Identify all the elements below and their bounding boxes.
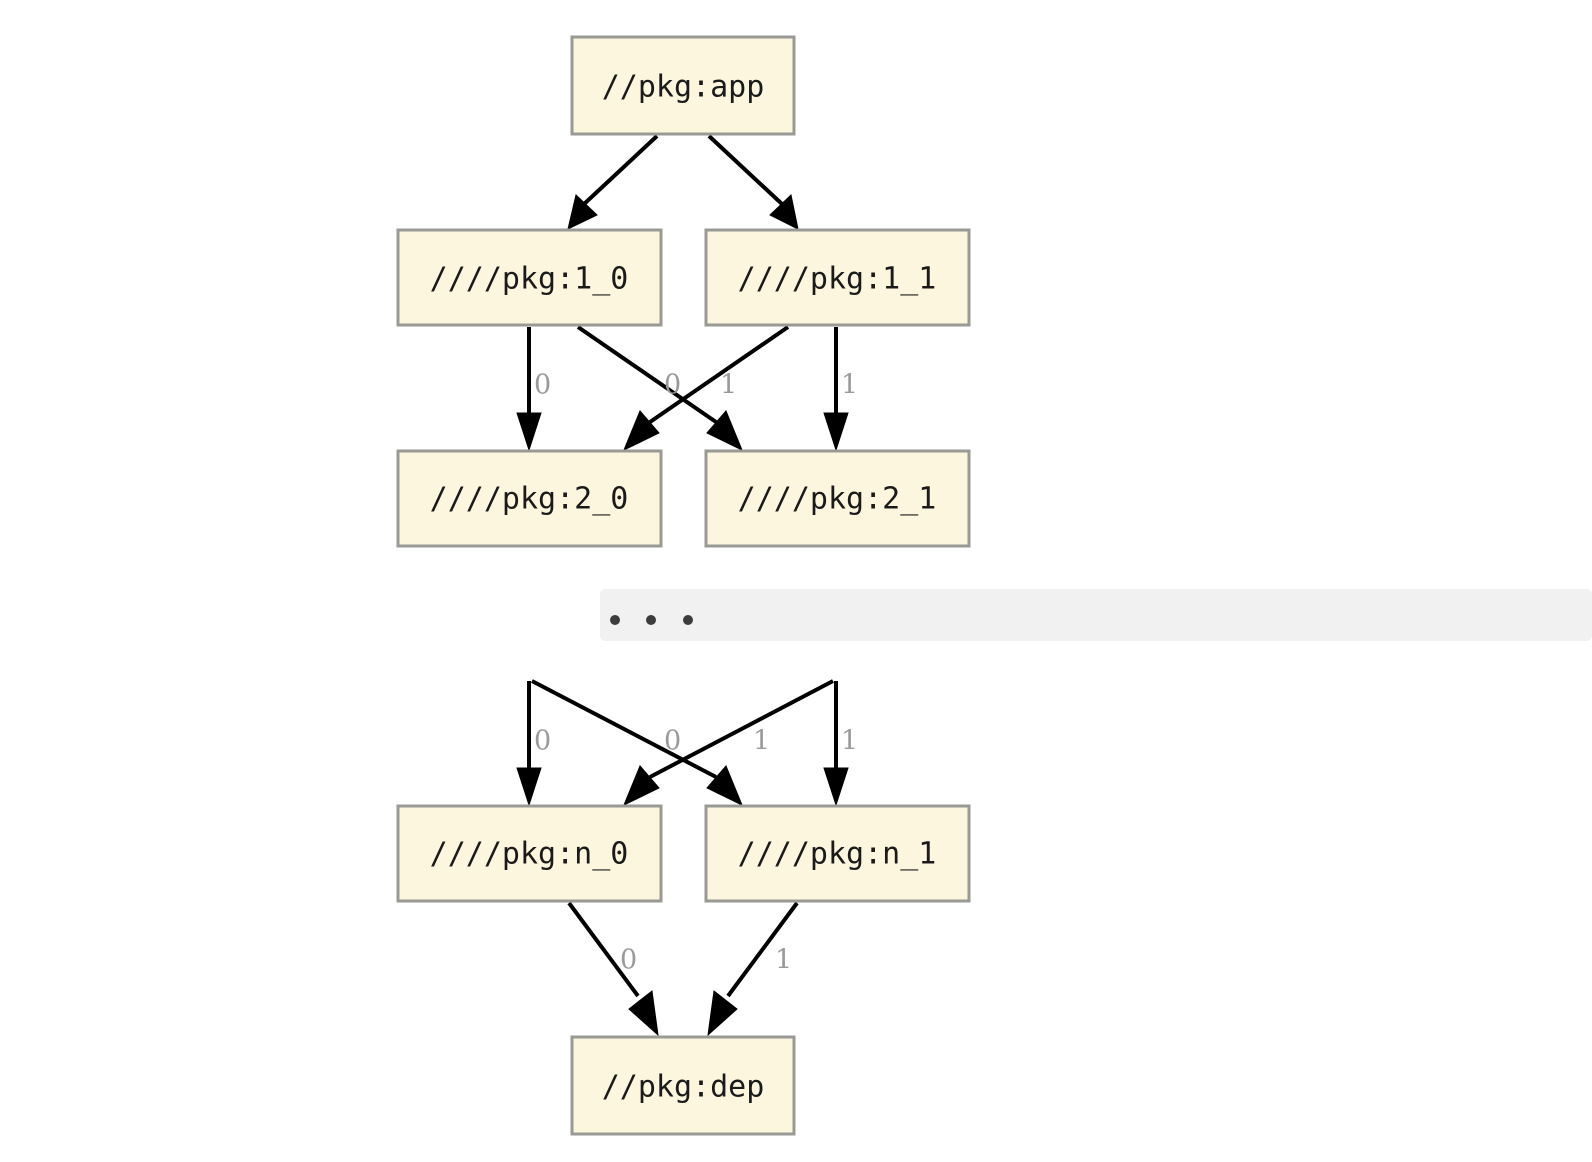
- edge-label-above-to-n_1-a: 0: [664, 726, 681, 757]
- node-pkg-1_0-label: ////pkg:1_0: [430, 262, 629, 297]
- node-pkg-1_0[interactable]: ////pkg:1_0: [396, 228, 663, 327]
- ellipsis-dot: [683, 615, 693, 625]
- node-dep-label: //pkg:dep: [602, 1070, 765, 1105]
- node-pkg-2_1-label: ////pkg:2_1: [738, 482, 937, 517]
- edge-app-to-1_0: [567, 134, 659, 230]
- edge-label-n_1-to-dep: 1: [775, 945, 792, 976]
- edge-n_0-to-dep: 0: [567, 901, 659, 1037]
- edge-above-to-n_1-vertical: 1: [823, 681, 858, 807]
- edge-label-1_1-to-2_0: 1: [720, 370, 737, 401]
- node-pkg-n_0-label: ////pkg:n_0: [430, 837, 629, 872]
- node-app-label: //pkg:app: [602, 70, 765, 105]
- edge-label-n_0-to-dep: 0: [620, 945, 637, 976]
- edge-label-above-to-n_0-a: 0: [534, 726, 551, 757]
- edge-1_1-to-2_1: 1: [823, 327, 858, 452]
- node-dep[interactable]: //pkg:dep: [570, 1035, 796, 1136]
- edge-label-above-to-n_1-b: 1: [841, 726, 858, 757]
- edge-above-to-n_0-diagonal: 1: [623, 679, 834, 807]
- node-pkg-2_0-label: ////pkg:2_0: [430, 482, 629, 517]
- ellipsis-dot: [646, 615, 656, 625]
- ellipsis-band: [600, 589, 1592, 641]
- edge-1_1-to-2_0: 1: [623, 325, 790, 452]
- node-pkg-n_1-label: ////pkg:n_1: [738, 837, 937, 872]
- edge-above-to-n_0-vertical: 0: [516, 681, 551, 807]
- ellipsis-dot: [610, 615, 620, 625]
- edge-n_1-to-dep: 1: [707, 901, 799, 1037]
- node-pkg-1_1[interactable]: ////pkg:1_1: [704, 228, 971, 327]
- node-app[interactable]: //pkg:app: [570, 35, 796, 136]
- edge-1_0-to-2_1: 0: [576, 325, 743, 452]
- node-pkg-1_1-label: ////pkg:1_1: [738, 262, 937, 297]
- node-pkg-2_1[interactable]: ////pkg:2_1: [704, 449, 971, 548]
- node-pkg-2_0[interactable]: ////pkg:2_0: [396, 449, 663, 548]
- edge-label-1_0-to-2_1: 0: [664, 370, 681, 401]
- edge-app-to-1_1: [707, 134, 799, 230]
- node-pkg-n_0[interactable]: ////pkg:n_0: [396, 804, 663, 903]
- edge-above-to-n_1-diagonal: 0: [531, 679, 743, 807]
- node-pkg-n_1[interactable]: ////pkg:n_1: [704, 804, 971, 903]
- edge-label-1_1-to-2_1: 1: [841, 370, 858, 401]
- edge-label-1_0-to-2_0: 0: [534, 370, 551, 401]
- edge-label-above-to-n_0-b: 1: [753, 726, 770, 757]
- edge-1_0-to-2_0: 0: [516, 327, 551, 452]
